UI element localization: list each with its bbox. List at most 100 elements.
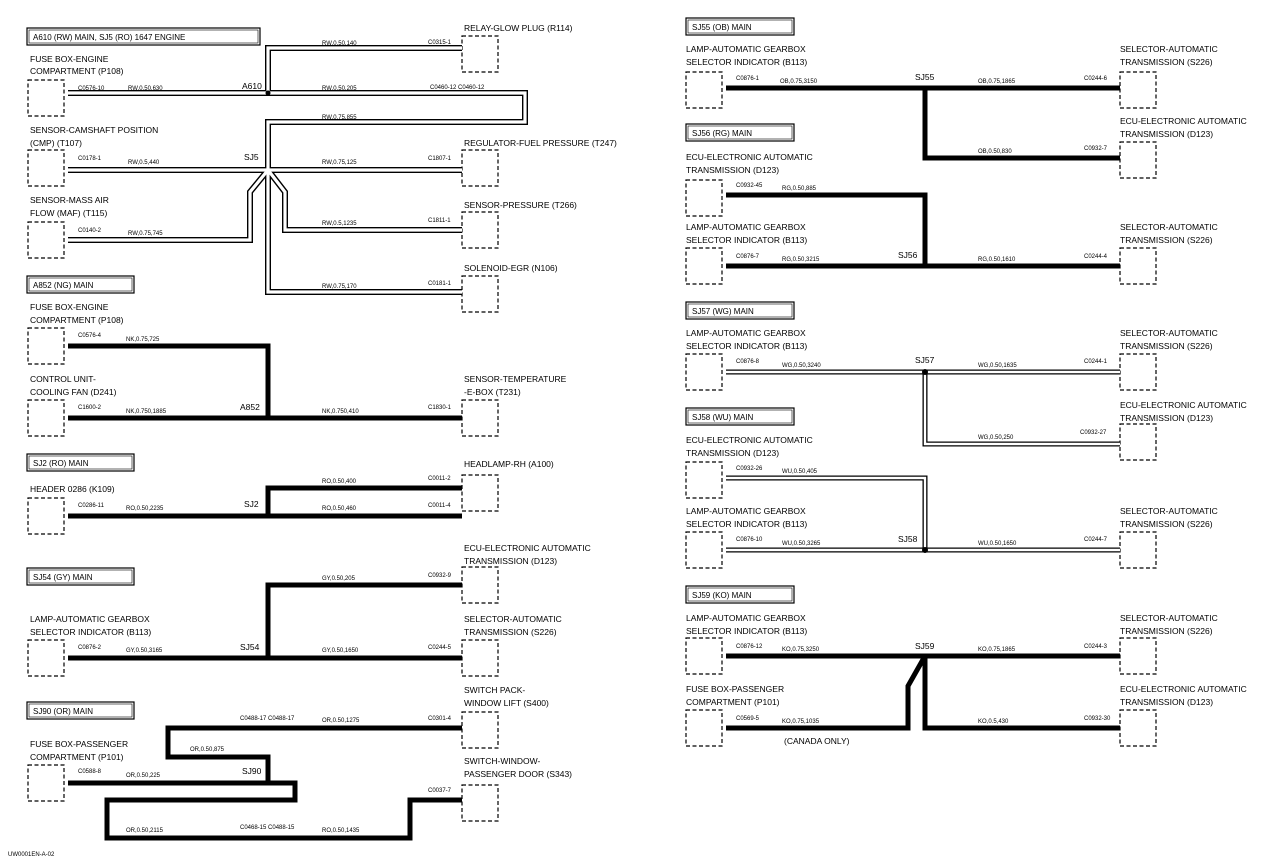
comp-label: TRANSMISSION (S226)	[1120, 626, 1213, 636]
comp-label: SWITCH-WINDOW-	[464, 756, 540, 766]
wire-label: OR,0.50,2115	[126, 828, 164, 834]
section-title: A610 (RW) MAIN, SJ5 (RO) 1647 ENGINE	[33, 33, 185, 42]
wire-label: RO,0.50,2235	[126, 506, 164, 512]
wire-label: NK,0.750,1885	[126, 409, 167, 415]
section-sj59: SJ59 (KO) MAIN LAMP-AUTOMATIC GEARBOX SE…	[685, 585, 1247, 747]
wire-label: RG,0.50,3215	[782, 257, 820, 263]
lamp-connector-icon	[685, 353, 723, 391]
comp-label: HEADER 0286 (K109)	[30, 484, 115, 494]
ecu-connector-icon	[1119, 709, 1157, 747]
comp-label: SOLENOID-EGR (N106)	[464, 263, 558, 273]
comp-label: SENSOR-TEMPERATURE	[464, 374, 567, 384]
comp-label: SELECTOR-AUTOMATIC	[1120, 506, 1218, 516]
wire-label: WU,0.50,1650	[978, 541, 1017, 547]
comp-label: SELECTOR-AUTOMATIC	[1120, 328, 1218, 338]
section-title: SJ2 (RO) MAIN	[33, 459, 89, 468]
wire-label: GY,0.50,205	[322, 576, 356, 582]
wire-label: RO,0.50,460	[322, 506, 357, 512]
connector-label: C0876-1	[736, 76, 760, 82]
comp-label: ECU-ELECTRONIC AUTOMATIC	[464, 543, 591, 553]
splice-label: SJ59	[915, 641, 935, 651]
wire-label: GY,0.50,3165	[126, 648, 163, 654]
selector-connector-icon	[1119, 637, 1157, 675]
comp-label: TRANSMISSION (D123)	[686, 448, 779, 458]
selector-connector-icon	[1119, 247, 1157, 285]
splice-label: SJ5	[244, 152, 259, 162]
connector-label: C0569-5	[736, 716, 760, 722]
lamp-connector-icon	[27, 639, 65, 677]
splice-label: SJ2	[244, 499, 259, 509]
ecu-connector-icon	[685, 461, 723, 499]
comp-label: WINDOW LIFT (S400)	[464, 698, 549, 708]
wire-label: RW,0.50,205	[322, 86, 357, 92]
connector-label: C0932-7	[1084, 146, 1108, 152]
section-title: SJ90 (OR) MAIN	[33, 707, 93, 716]
wire-label: KO,0.75,1865	[978, 647, 1016, 653]
connector-label: C0932-9	[428, 573, 452, 579]
maf-sensor-connector-icon	[27, 221, 65, 259]
ecu-connector-icon	[1119, 423, 1157, 461]
wire-label: RW,0.75,170	[322, 284, 357, 290]
connector-label: C0244-6	[1084, 76, 1108, 82]
comp-label: ECU-ELECTRONIC AUTOMATIC	[686, 152, 813, 162]
comp-label: TRANSMISSION (S226)	[1120, 341, 1213, 351]
headlamp-connector-icon	[461, 474, 499, 512]
lamp-connector-icon	[685, 247, 723, 285]
wire-label: WU,0.50,3265	[782, 541, 821, 547]
selector-connector-icon	[1119, 71, 1157, 109]
comp-label: SELECTOR-AUTOMATIC	[1120, 613, 1218, 623]
comp-label: TRANSMISSION (D123)	[686, 165, 779, 175]
wire-label: OB,0.75,1865	[978, 79, 1016, 85]
fuse-box-connector-icon	[27, 764, 65, 802]
section-sj56: SJ56 (RG) MAIN ECU-ELECTRONIC AUTOMATIC …	[685, 123, 1218, 285]
comp-label: ECU-ELECTRONIC AUTOMATIC	[1120, 116, 1247, 126]
comp-label: LAMP-AUTOMATIC GEARBOX	[30, 614, 150, 624]
regulator-connector-icon	[461, 149, 499, 187]
comp-label: SELECTOR-AUTOMATIC	[1120, 222, 1218, 232]
comp-label: PASSENGER DOOR (S343)	[464, 769, 572, 779]
splice-label: SJ55	[915, 72, 935, 82]
comp-label: REGULATOR-FUEL PRESSURE (T247)	[464, 138, 617, 148]
wire-label: KO,0.5,430	[978, 719, 1009, 725]
selector-connector-icon	[1119, 531, 1157, 569]
wire-label: OR,0.50,1275	[322, 718, 360, 724]
connector-label: C0244-7	[1084, 537, 1108, 543]
connector-label: C0037-7	[428, 788, 452, 794]
comp-label: SELECTOR INDICATOR (B113)	[686, 626, 807, 636]
comp-label: FUSE BOX-ENGINE	[30, 302, 109, 312]
comp-label: COOLING FAN (D241)	[30, 387, 117, 397]
selector-connector-icon	[1119, 353, 1157, 391]
comp-label: FUSE BOX-ENGINE	[30, 54, 109, 64]
lamp-connector-icon	[685, 637, 723, 675]
connector-label: C0876-2	[78, 645, 102, 651]
footer-code: UW0001EN-A-02	[8, 852, 55, 858]
comp-label: SELECTOR INDICATOR (B113)	[686, 235, 807, 245]
comp-label: TRANSMISSION (S226)	[1120, 57, 1213, 67]
connector-label: C0488-17 C0488-17	[240, 716, 295, 722]
wire-label: WG,0.50,3240	[782, 363, 821, 369]
section-title: SJ56 (RG) MAIN	[692, 129, 752, 138]
comp-label: TRANSMISSION (D123)	[1120, 413, 1213, 423]
comp-label: SWITCH PACK-	[464, 685, 525, 695]
fuse-box-connector-icon	[27, 79, 65, 117]
wire-label: WU,0.50,405	[782, 469, 818, 475]
wire-label: RW,0.75,745	[128, 231, 163, 237]
switch-pack-connector-icon	[461, 711, 499, 749]
wire-label: RO,0.50,400	[322, 479, 357, 485]
temp-sensor-connector-icon	[461, 399, 499, 437]
selector-connector-icon	[461, 639, 499, 677]
comp-label: HEADLAMP-RH (A100)	[464, 459, 554, 469]
splice-label: SJ57	[915, 355, 935, 365]
wire-label: OB,0.50,830	[978, 149, 1012, 155]
relay-connector-icon	[461, 35, 499, 73]
connector-label: C0315-1	[428, 40, 452, 46]
wire-label: NK,0.750,410	[322, 409, 359, 415]
comp-label: SENSOR-MASS AIR	[30, 195, 109, 205]
comp-label: TRANSMISSION (D123)	[1120, 697, 1213, 707]
connector-label: C0876-10	[736, 537, 763, 543]
connector-label: C0576-4	[78, 333, 102, 339]
comp-label: SELECTOR INDICATOR (B113)	[30, 627, 151, 637]
comp-label: SELECTOR INDICATOR (B113)	[686, 519, 807, 529]
connector-label: C0244-3	[1084, 644, 1108, 650]
